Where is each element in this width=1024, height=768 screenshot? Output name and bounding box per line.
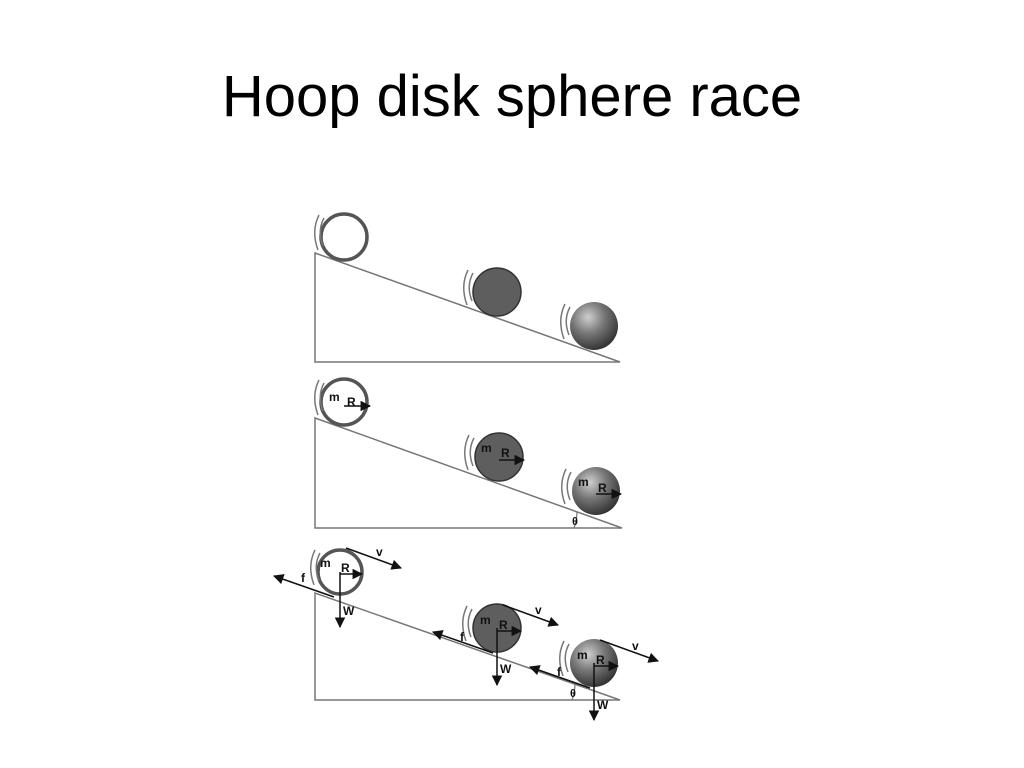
- hoop-radius-label: R: [341, 561, 350, 575]
- disk-radius-label: R: [499, 618, 508, 632]
- hoop: [319, 212, 369, 262]
- sphere-velocity-arrow: [599, 639, 659, 663]
- hoop-radius-label: R: [347, 395, 356, 409]
- panel-2-labeled: θ m R m R m R: [314, 377, 623, 529]
- motion-lines-icon: [314, 379, 325, 416]
- slide-title: Hoop disk sphere race: [221, 64, 803, 129]
- sphere-radius-label: R: [596, 653, 605, 667]
- hoop-friction-label: f: [301, 571, 306, 585]
- incline-2: [314, 416, 623, 529]
- motion-lines-icon: [559, 640, 570, 677]
- sphere: [570, 302, 618, 350]
- motion-lines-icon: [560, 303, 571, 340]
- panel-3-free-body: θ m R v f W m R v f W m R v f W: [273, 545, 659, 722]
- sphere-mass-label: m: [577, 648, 588, 662]
- sphere-weight-label: W: [597, 698, 609, 712]
- hoop-velocity-label: v: [376, 545, 383, 559]
- sphere-friction-label: f: [557, 665, 562, 679]
- motion-lines-icon: [314, 214, 325, 251]
- motion-lines-icon: [462, 605, 473, 642]
- angle-label: θ: [570, 688, 576, 700]
- motion-lines-icon: [463, 269, 474, 306]
- hoop-mass-label: m: [329, 390, 340, 404]
- sphere: [572, 467, 620, 515]
- sphere-mass-label: m: [578, 475, 589, 489]
- disk-velocity-label: v: [535, 603, 542, 617]
- sphere-radius-label: R: [598, 481, 607, 495]
- motion-lines-icon: [464, 434, 475, 471]
- disk-radius-label: R: [501, 446, 510, 460]
- disk: [472, 267, 522, 317]
- angle-arc: [571, 683, 576, 701]
- motion-lines-icon: [310, 549, 321, 586]
- hoop-mass-label: m: [320, 556, 331, 570]
- incline-3: [314, 591, 621, 701]
- panel-1-plain-race: [314, 212, 621, 363]
- sphere-velocity-label: v: [632, 639, 639, 653]
- sphere-friction-arrow: [529, 665, 591, 689]
- disk-mass-label: m: [480, 613, 491, 627]
- angle-label: θ: [572, 516, 578, 528]
- disk-friction-arrow: [432, 630, 494, 654]
- hoop-velocity-arrow: [345, 547, 402, 570]
- motion-lines-icon: [561, 468, 572, 505]
- hoop-weight-label: W: [343, 604, 355, 618]
- incline-1: [314, 251, 621, 363]
- hoop: [319, 377, 369, 427]
- disk-weight-label: W: [500, 662, 512, 676]
- disk-mass-label: m: [481, 441, 492, 455]
- disk-friction-label: f: [460, 630, 465, 644]
- hoop-friction-arrow: [273, 574, 335, 598]
- angle-arc: [573, 511, 578, 529]
- disk-velocity-arrow: [502, 604, 559, 627]
